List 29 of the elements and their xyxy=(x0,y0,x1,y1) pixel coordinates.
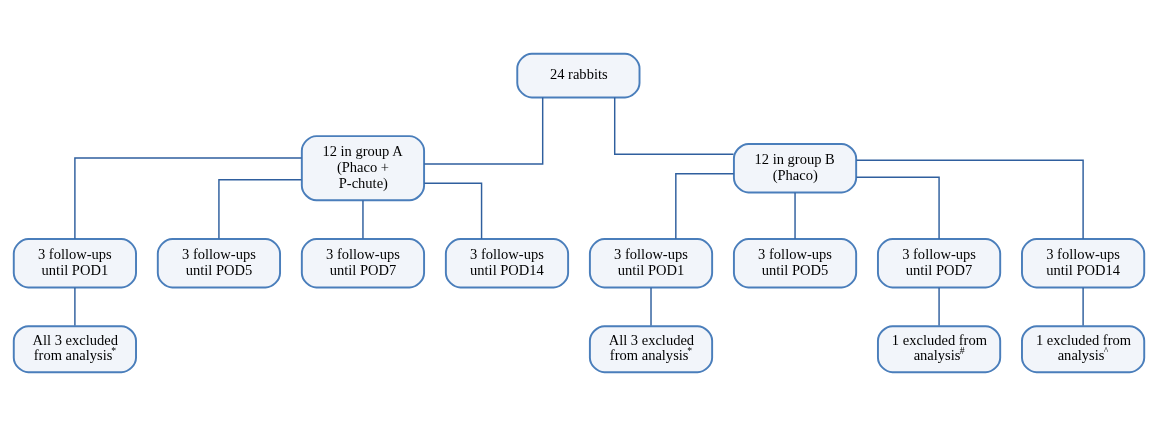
connector xyxy=(423,96,544,165)
node-box: 3 follow-ups until POD7 xyxy=(300,238,426,289)
node-box: 3 follow-ups until POD5 xyxy=(156,238,282,289)
node-box: 1 excluded from analysis$^{^}$ xyxy=(1021,325,1146,374)
connector xyxy=(938,286,940,327)
node-box: 3 follow-ups until POD1 xyxy=(588,238,714,289)
connector xyxy=(650,286,652,327)
node-box: 3 follow-ups until POD14 xyxy=(1021,238,1146,289)
connector xyxy=(423,182,483,240)
node-box: All 3 excluded from analysis$^{*}$ xyxy=(588,325,714,374)
node-box: 12 in group B (Phaco) xyxy=(732,143,858,194)
connector xyxy=(74,157,303,240)
node-box: 3 follow-ups until POD7 xyxy=(877,238,1002,289)
node-box: 3 follow-ups until POD14 xyxy=(444,238,570,289)
connector xyxy=(855,176,940,240)
connector xyxy=(74,286,76,327)
node-box: 1 excluded from analysis$^{#}$ xyxy=(877,325,1002,374)
node-box: 3 follow-ups until POD1 xyxy=(12,238,137,289)
node-box: All 3 excluded from analysis$^{*}$ xyxy=(12,325,137,374)
node-box: 3 follow-ups until POD5 xyxy=(732,238,858,289)
connector xyxy=(794,191,796,240)
connector xyxy=(613,96,735,156)
connector xyxy=(855,159,1084,240)
node-box: 24 rabbits xyxy=(516,52,641,99)
connector xyxy=(218,179,303,240)
connector xyxy=(1082,286,1084,327)
connector xyxy=(675,172,735,240)
connector xyxy=(362,199,364,240)
node-box: 12 in group A (Phaco + P-chute) xyxy=(300,135,426,202)
